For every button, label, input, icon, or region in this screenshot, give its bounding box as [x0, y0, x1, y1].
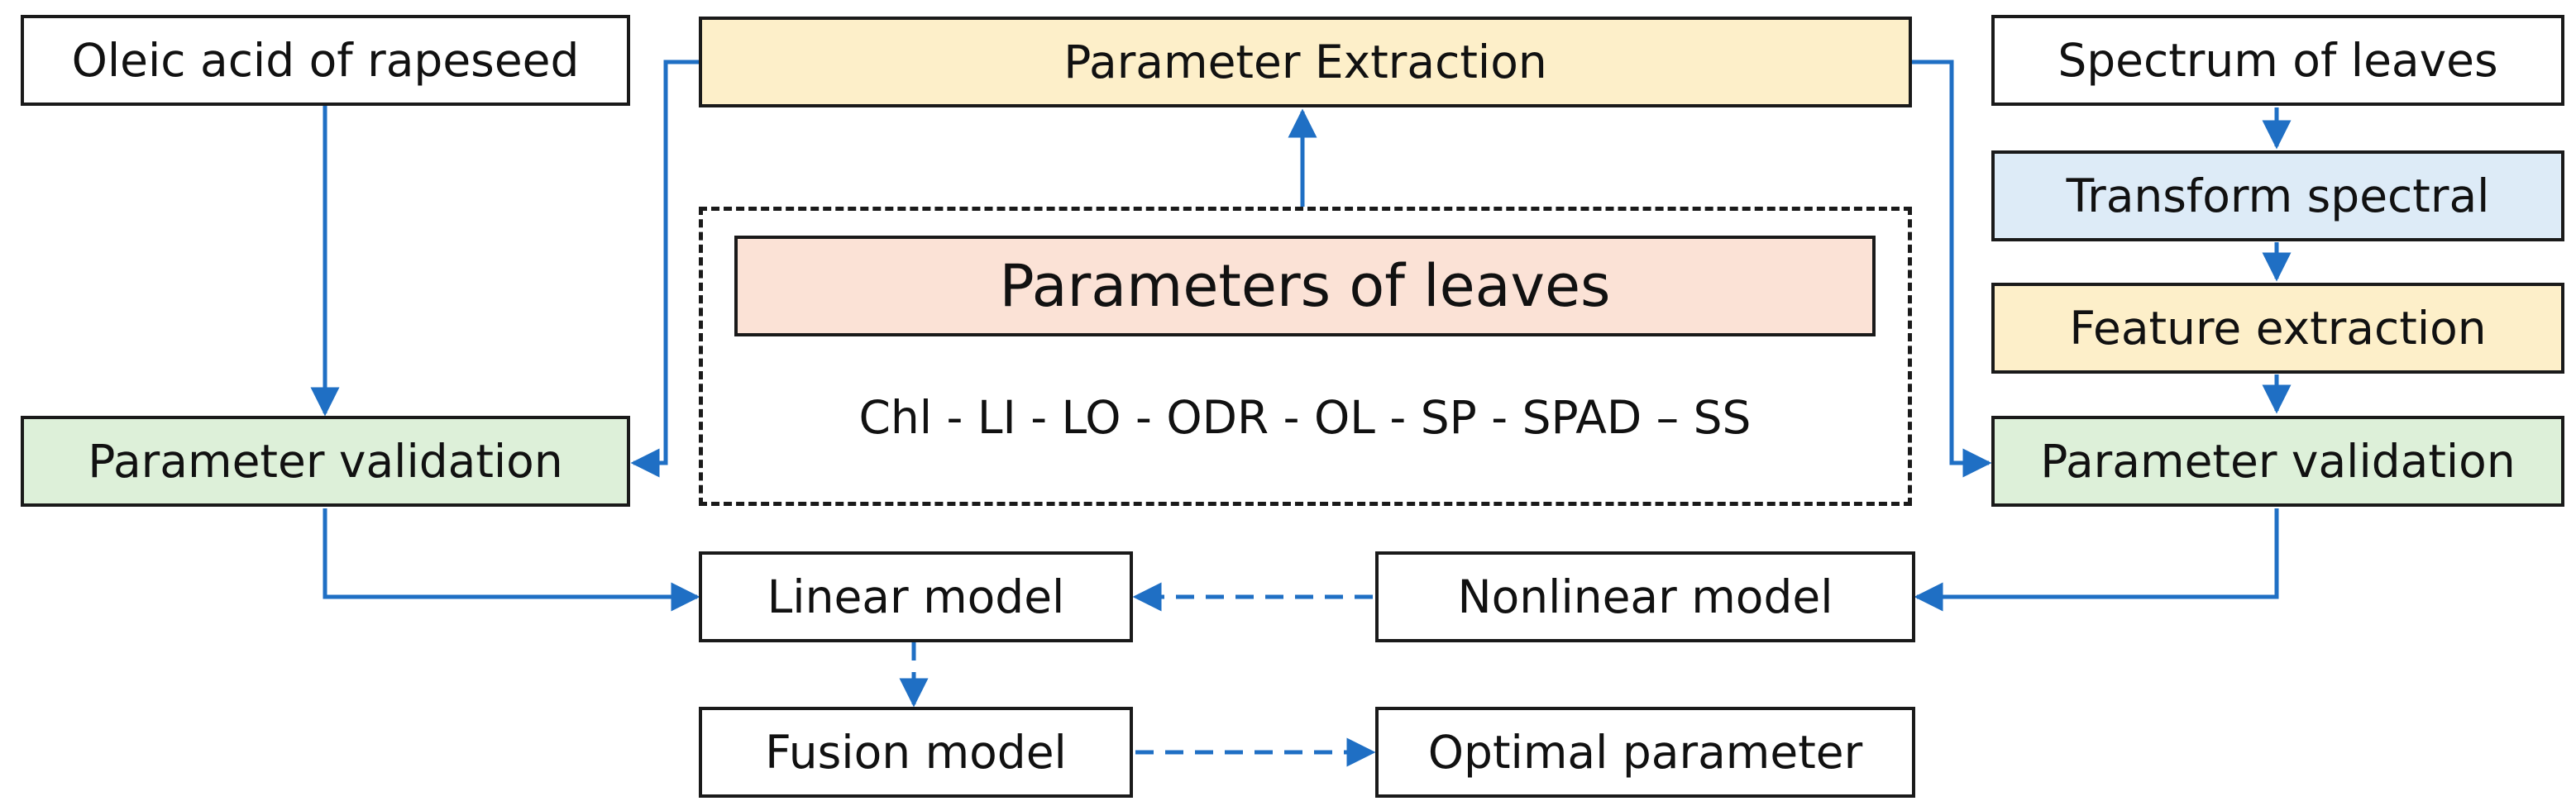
- optimal-parameter-label: Optimal parameter: [1427, 726, 1863, 779]
- transform-spectral-label: Transform spectral: [2066, 169, 2490, 222]
- parameters-group-frame: [699, 207, 1912, 506]
- spectrum-of-leaves-label: Spectrum of leaves: [2057, 34, 2498, 87]
- feature-extraction-box: Feature extraction: [1991, 283, 2564, 374]
- parameter-extraction-box: Parameter Extraction: [699, 17, 1912, 107]
- arrow-extraction-to-right-validation: [1912, 60, 1992, 478]
- arrow-left-validation-to-linear: [323, 508, 700, 612]
- parameter-validation-right-box: Parameter validation: [1991, 416, 2564, 507]
- spectrum-of-leaves-box: Spectrum of leaves: [1991, 15, 2564, 106]
- parameter-extraction-label: Parameter Extraction: [1063, 36, 1547, 88]
- nonlinear-model-box: Nonlinear model: [1375, 551, 1915, 642]
- transform-spectral-box: Transform spectral: [1991, 150, 2564, 241]
- arrow-extraction-to-left-validation: [630, 60, 699, 478]
- parameter-list: Chl - LI - LO - ODR - OL - SP - SPAD – S…: [734, 380, 1876, 455]
- feature-extraction-label: Feature extraction: [2069, 302, 2487, 355]
- fusion-model-box: Fusion model: [699, 707, 1133, 798]
- fusion-model-label: Fusion model: [765, 726, 1067, 779]
- oleic-acid-box: Oleic acid of rapeseed: [21, 15, 630, 106]
- parameter-validation-right-label: Parameter validation: [2040, 435, 2516, 488]
- parameter-list-text: Chl - LI - LO - ODR - OL - SP - SPAD – S…: [858, 391, 1752, 444]
- nonlinear-model-label: Nonlinear model: [1457, 570, 1833, 623]
- arrow-right-validation-to-nonlinear: [1914, 508, 2279, 612]
- parameter-validation-left-label: Parameter validation: [88, 435, 563, 488]
- linear-model-box: Linear model: [699, 551, 1133, 642]
- oleic-acid-label: Oleic acid of rapeseed: [71, 34, 580, 87]
- parameter-validation-left-box: Parameter validation: [21, 416, 630, 507]
- parameters-of-leaves-label: Parameters of leaves: [999, 252, 1611, 320]
- linear-model-label: Linear model: [767, 570, 1065, 623]
- parameters-of-leaves-box: Parameters of leaves: [734, 236, 1876, 336]
- optimal-parameter-box: Optimal parameter: [1375, 707, 1915, 798]
